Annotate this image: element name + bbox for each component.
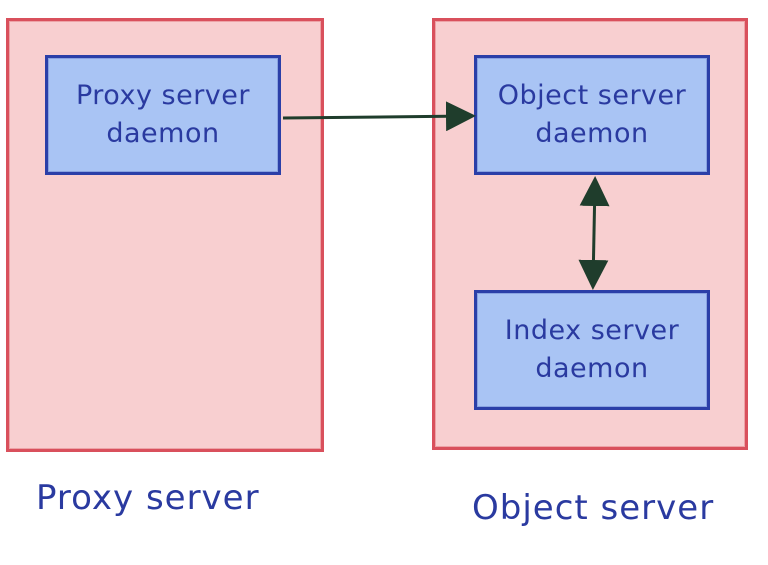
index-daemon-label-line2: daemon [535, 353, 649, 384]
object-server-label: Object server [472, 488, 715, 528]
proxy-daemon-label-line1: Proxy server [75, 80, 250, 111]
proxy-daemon-label-line2: daemon [106, 118, 220, 149]
object-index-bidirectional-arrow [578, 176, 610, 290]
index-server-daemon-box: Index server daemon [474, 290, 710, 410]
proxy-server-daemon-box: Proxy server daemon [45, 55, 281, 175]
index-daemon-label-line1: Index server [504, 315, 680, 346]
object-daemon-label-line2: daemon [535, 118, 649, 149]
proxy-server-label: Proxy server [36, 478, 260, 518]
proxy-to-object-arrow [282, 101, 476, 132]
object-daemon-label-line1: Object server [497, 80, 687, 111]
object-server-daemon-box: Object server daemon [474, 55, 710, 175]
